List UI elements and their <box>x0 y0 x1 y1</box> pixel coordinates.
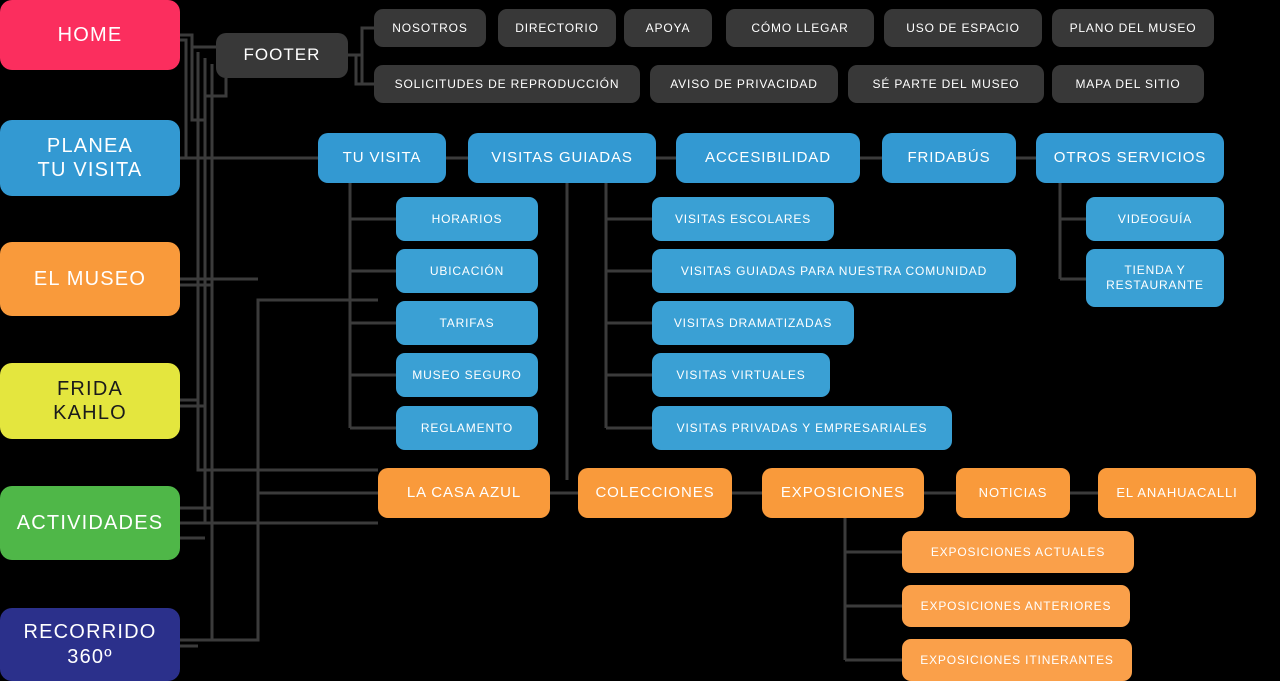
nav-colecciones[interactable]: COLECCIONES <box>578 468 732 518</box>
nav-accesibilidad[interactable]: ACCESIBILIDAD <box>676 133 860 183</box>
nav-el-museo[interactable]: EL MUSEO <box>0 242 180 316</box>
nav-exposiciones[interactable]: EXPOSICIONES <box>762 468 924 518</box>
nav-la-casa-azul[interactable]: LA CASA AZUL <box>378 468 550 518</box>
nav-exposiciones-anteriores[interactable]: EXPOSICIONES ANTERIORES <box>902 585 1130 627</box>
nav-recorrido-360[interactable]: RECORRIDO 360º <box>0 608 180 681</box>
nav-tienda-y-restaurante[interactable]: TIENDA Y RESTAURANTE <box>1086 249 1224 307</box>
nav-tu-visita[interactable]: TU VISITA <box>318 133 446 183</box>
nav-footer[interactable]: FOOTER <box>216 33 348 78</box>
nav-visitas-privadas-empresariales[interactable]: VISITAS PRIVADAS Y EMPRESARIALES <box>652 406 952 450</box>
nav-visitas-virtuales[interactable]: VISITAS VIRTUALES <box>652 353 830 397</box>
footer-item-apoya[interactable]: APOYA <box>624 9 712 47</box>
nav-el-anahuacalli[interactable]: EL ANAHUACALLI <box>1098 468 1256 518</box>
footer-item-se-parte-del-museo[interactable]: SÉ PARTE DEL MUSEO <box>848 65 1044 103</box>
nav-visitas-dramatizadas[interactable]: VISITAS DRAMATIZADAS <box>652 301 854 345</box>
footer-item-aviso-de-privacidad[interactable]: AVISO DE PRIVACIDAD <box>650 65 838 103</box>
footer-item-uso-de-espacio[interactable]: USO DE ESPACIO <box>884 9 1042 47</box>
nav-horarios[interactable]: HORARIOS <box>396 197 538 241</box>
nav-otros-servicios[interactable]: OTROS SERVICIOS <box>1036 133 1224 183</box>
nav-actividades[interactable]: ACTIVIDADES <box>0 486 180 560</box>
footer-item-como-llegar[interactable]: CÓMO LLEGAR <box>726 9 874 47</box>
footer-item-mapa-del-sitio[interactable]: MAPA DEL SITIO <box>1052 65 1204 103</box>
nav-visitas-escolares[interactable]: VISITAS ESCOLARES <box>652 197 834 241</box>
nav-exposiciones-itinerantes[interactable]: EXPOSICIONES ITINERANTES <box>902 639 1132 681</box>
nav-frida-kahlo[interactable]: FRIDA KAHLO <box>0 363 180 439</box>
nav-tarifas[interactable]: TARIFAS <box>396 301 538 345</box>
nav-fridabus[interactable]: FRIDABÚS <box>882 133 1016 183</box>
nav-videoguia[interactable]: VIDEOGUÍA <box>1086 197 1224 241</box>
nav-ubicacion[interactable]: UBICACIÓN <box>396 249 538 293</box>
footer-item-directorio[interactable]: DIRECTORIO <box>498 9 616 47</box>
footer-item-plano-del-museo[interactable]: PLANO DEL MUSEO <box>1052 9 1214 47</box>
nav-museo-seguro[interactable]: MUSEO SEGURO <box>396 353 538 397</box>
footer-item-nosotros[interactable]: NOSOTROS <box>374 9 486 47</box>
nav-home[interactable]: HOME <box>0 0 180 70</box>
nav-noticias[interactable]: NOTICIAS <box>956 468 1070 518</box>
nav-visitas-guiadas[interactable]: VISITAS GUIADAS <box>468 133 656 183</box>
footer-item-solicitudes-de-reproduccion[interactable]: SOLICITUDES DE REPRODUCCIÓN <box>374 65 640 103</box>
nav-planea-tu-visita[interactable]: PLANEA TU VISITA <box>0 120 180 196</box>
nav-visitas-guiadas-comunidad[interactable]: VISITAS GUIADAS PARA NUESTRA COMUNIDAD <box>652 249 1016 293</box>
nav-exposiciones-actuales[interactable]: EXPOSICIONES ACTUALES <box>902 531 1134 573</box>
nav-reglamento[interactable]: REGLAMENTO <box>396 406 538 450</box>
